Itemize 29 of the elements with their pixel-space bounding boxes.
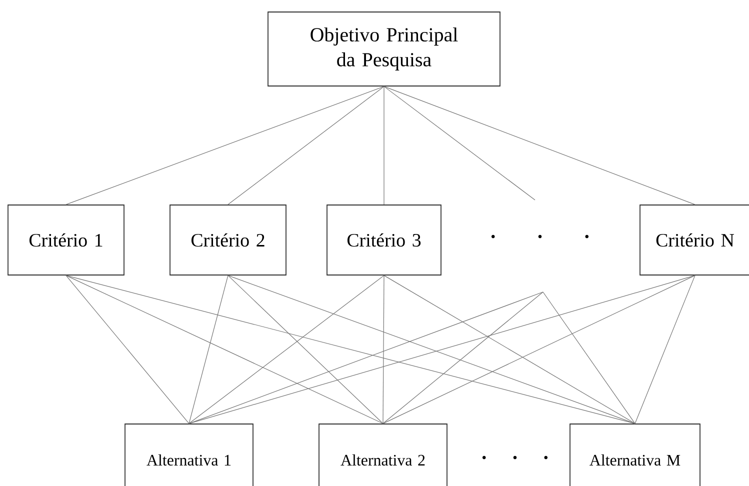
connector-line: [66, 275, 190, 424]
connector-line: [384, 86, 696, 205]
connector-line: [382, 292, 544, 424]
ellipsis: • • •: [491, 234, 589, 238]
connector-line: [188, 275, 228, 424]
criterion-box: Critério 2: [170, 204, 286, 276]
connector-line: [634, 275, 696, 424]
connector-line: [228, 275, 636, 424]
connector-line: [384, 86, 536, 200]
connector-line: [382, 275, 696, 424]
connector-line: [66, 275, 636, 424]
connector-line: [382, 275, 384, 424]
connector-line: [384, 275, 636, 424]
ellipsis: • • •: [482, 456, 548, 460]
criterion-box: Critério 3: [326, 204, 442, 276]
alternative-box: Alternativa M: [570, 424, 700, 486]
goal-box: Objetivo Principal da Pesquisa: [268, 12, 500, 86]
connector-line: [66, 275, 384, 424]
alternative-box: Alternativa 1: [124, 424, 254, 486]
connector-line: [188, 292, 544, 424]
connector-line: [188, 275, 696, 424]
criterion-box: Critério N: [640, 204, 749, 276]
connector-line: [228, 86, 384, 205]
connector-line: [542, 292, 636, 424]
connector-line: [188, 275, 384, 424]
connector-line: [66, 86, 384, 205]
alternative-box: Alternativa 2: [318, 424, 448, 486]
criterion-box: Critério 1: [8, 204, 124, 276]
connector-line: [228, 275, 384, 424]
